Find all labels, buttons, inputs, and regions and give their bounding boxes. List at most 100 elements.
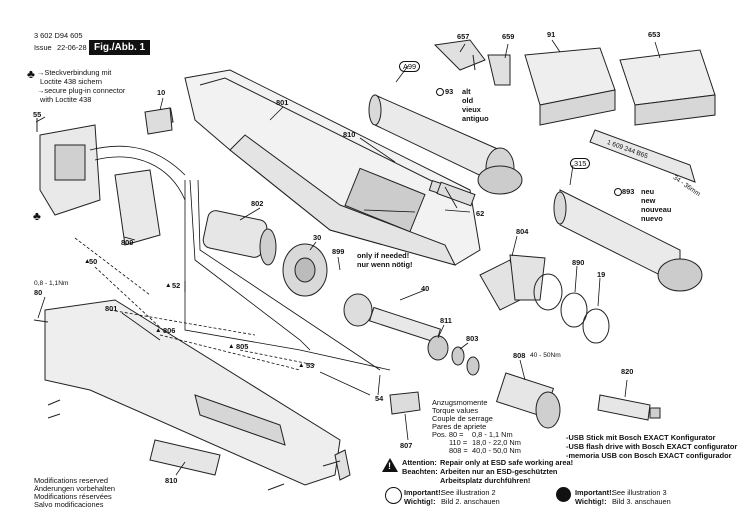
motor-802-drawing xyxy=(202,210,277,266)
torque-row-110-label: 110 = xyxy=(449,438,468,447)
new-label-3: nouveau xyxy=(641,205,672,214)
warning-triangle-icon: ! xyxy=(382,458,398,472)
torque-heading-fr: Couple de serrage xyxy=(432,414,493,423)
part-number-807: 807 xyxy=(400,441,413,450)
usb-note-de: -USB Stick mit Bosch EXACT Konfigurator xyxy=(566,433,716,442)
torque-808-label: 40 - 50Nm xyxy=(530,352,561,359)
loctite-note-line-2: Loctite 438 sichern xyxy=(40,77,103,86)
old-label-1: alt xyxy=(462,87,471,96)
part-number-803: 803 xyxy=(466,334,479,343)
part-number-801-top: 801 xyxy=(276,98,289,107)
part-number-820: 820 xyxy=(621,367,634,376)
triangle-marker-icon: ▲ xyxy=(84,258,91,265)
loctite-note-line-1: →Steckverbindung mit xyxy=(37,68,112,77)
torque-row-80-range: 0,8 - 1,1 Nm xyxy=(472,430,513,439)
important-2-label: Important!: xyxy=(404,488,443,497)
part-number-806: 806 xyxy=(163,326,176,335)
part-number-653: 653 xyxy=(648,30,661,39)
part-number-801-left: 801 xyxy=(105,304,118,313)
gear-30-drawing xyxy=(282,243,328,297)
loctite-note-line-4: with Loctite 438 xyxy=(40,95,92,104)
part-number-810-top: 810 xyxy=(343,130,356,139)
part-number-809: 809 xyxy=(121,238,134,247)
filled-circle-icon xyxy=(556,487,571,502)
ring-804-drawing xyxy=(533,273,563,311)
wichtig-2-label: Wichtig!: xyxy=(404,497,436,506)
modifications-fr: Modifications réservées xyxy=(34,492,112,501)
old-label-3: vieux xyxy=(462,105,481,114)
part-number-810-bottom: 810 xyxy=(165,476,178,485)
new-label-1: neu xyxy=(641,187,655,196)
part-10-drawing xyxy=(144,107,173,135)
modifications-de: Änderungen vorbehalten xyxy=(34,484,115,493)
torque-heading-en: Torque values xyxy=(432,406,479,415)
only-if-needed-de: nur wenn nötig! xyxy=(357,260,413,269)
triangle-marker-icon: ▲ xyxy=(155,327,162,334)
beachten-text: Arbeiten nur an ESD-geschützten xyxy=(440,467,558,476)
figure-label: Fig./Abb. 1 xyxy=(89,40,151,55)
attention-label: Attention: xyxy=(402,458,437,467)
torque-row-80-label: Pos. 80 = xyxy=(432,430,464,439)
part-number-80: 80 xyxy=(34,288,43,297)
part-number-893: 893 xyxy=(622,187,635,196)
triangle-marker-icon: ▲ xyxy=(228,343,235,350)
part-number-53: 53 xyxy=(306,361,315,370)
clover-marker-icon: ♣ xyxy=(33,209,41,223)
part-number-659: 659 xyxy=(502,32,515,41)
wichtig-2-text: Bild 2. anschauen xyxy=(441,497,500,506)
doc-number: 3 602 D94 605 xyxy=(34,31,83,40)
usb-stick-820-drawing xyxy=(597,394,661,421)
wrench-drawing xyxy=(589,129,696,183)
issue-date: 22-06-28 xyxy=(57,43,87,52)
part-number-50: 50 xyxy=(89,257,98,266)
torque-heading-de: Anzugsmomente xyxy=(432,398,488,407)
part-number-802: 802 xyxy=(251,199,264,208)
torque-row-808-range: 40,0 - 50,0 Nm xyxy=(472,446,521,455)
wichtig-3-label: Wichtig!: xyxy=(575,497,607,506)
battery-91-drawing xyxy=(524,47,616,126)
part-number-93: 93 xyxy=(445,87,454,96)
charger-653-drawing xyxy=(619,49,716,126)
part-number-52: 52 xyxy=(172,281,181,290)
part-number-811: 811 xyxy=(440,316,452,325)
triangle-marker-icon: ▲ xyxy=(165,282,172,289)
part-number-890: 890 xyxy=(572,258,585,267)
old-label-2: old xyxy=(462,96,474,105)
part-number-30: 30 xyxy=(313,233,322,242)
usb-note-en: -USB flash drive with Bosch EXACT config… xyxy=(566,442,738,451)
new-label-4: nuevo xyxy=(641,214,663,223)
issue-label: Issue xyxy=(34,43,52,52)
part-number-899: 899 xyxy=(332,247,345,256)
old-marker-icon xyxy=(436,88,444,96)
part-number-19: 19 xyxy=(597,270,606,279)
leader-lines xyxy=(35,39,661,476)
part-62-drawing xyxy=(436,181,476,207)
old-head-93-drawing xyxy=(368,94,523,195)
clover-symbol-icon: ♣ xyxy=(27,67,35,81)
part-number-54: 54 xyxy=(375,394,384,403)
part-number-805: 805 xyxy=(236,342,249,351)
grip-strip-810-bottom-drawing xyxy=(149,439,221,476)
ring-890-drawing xyxy=(560,292,588,328)
important-3-text: See illustration 3 xyxy=(612,488,667,497)
attention-text: Repair only at ESD safe working area! xyxy=(440,458,574,467)
loctite-note-line-3: →secure plug-in connector xyxy=(37,86,126,95)
beachten-text-2: Arbeitsplatz durchführen! xyxy=(440,476,531,485)
part-number-657: 657 xyxy=(457,32,470,41)
modifications-es: Salvo modificaciones xyxy=(34,500,104,509)
torque-row-110-range: 18,0 - 22,0 Nm xyxy=(472,438,521,447)
part-number-804: 804 xyxy=(516,227,529,236)
part-number-808: 808 xyxy=(513,351,526,360)
new-label-2: new xyxy=(641,196,656,205)
part-number-40: 40 xyxy=(421,284,430,293)
housing-801-top-drawing xyxy=(184,69,481,266)
triangle-marker-icon: ▲ xyxy=(298,362,305,369)
important-2-text: See illustration 2 xyxy=(441,488,496,497)
open-circle-icon xyxy=(385,487,402,504)
ring-19-drawing xyxy=(582,308,610,344)
housing-801-bottom-drawing xyxy=(44,299,351,486)
part-number-10: 10 xyxy=(157,88,166,97)
important-3-label: Important!: xyxy=(575,488,614,497)
part-659-drawing xyxy=(487,54,511,86)
